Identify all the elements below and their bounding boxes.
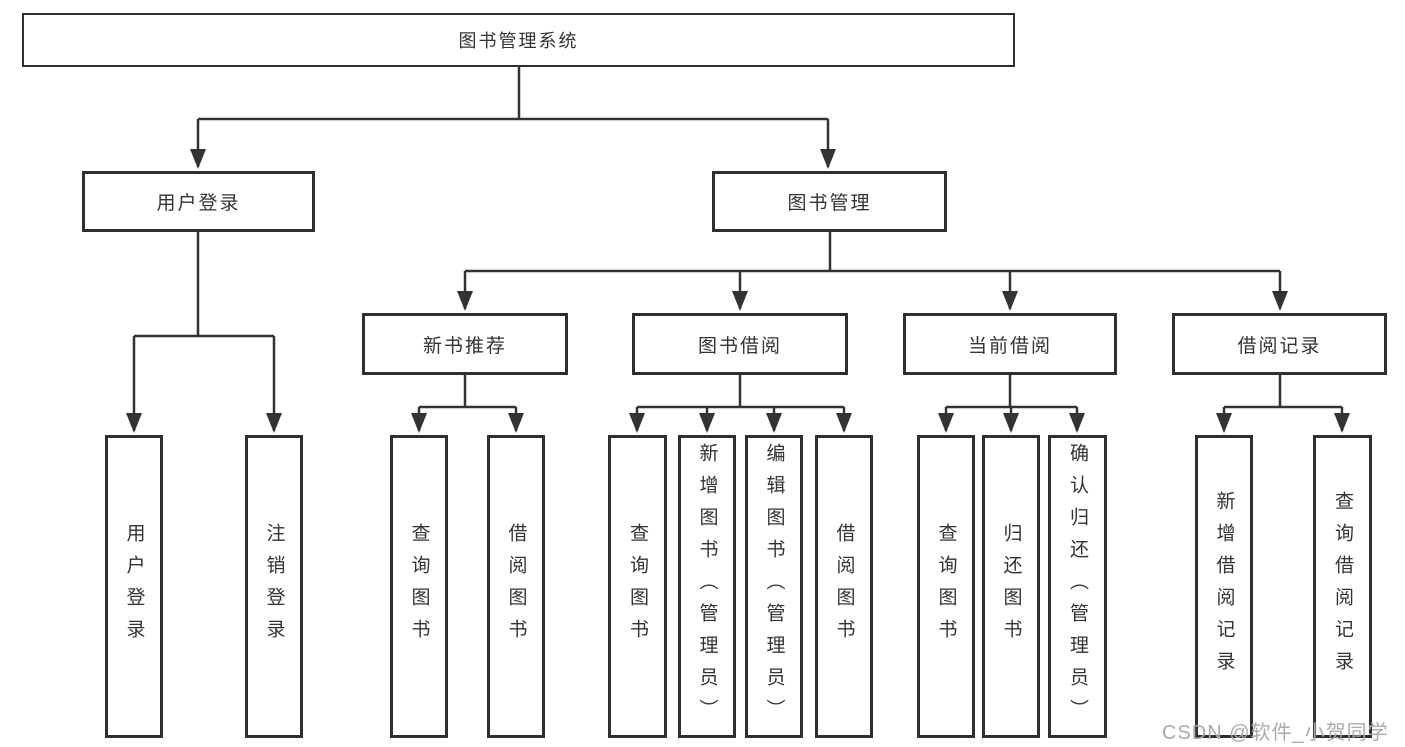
- leaf-query-borrow-record-label: 查询借阅记录: [1332, 490, 1353, 683]
- node-current-borrowing-label: 当前借阅: [967, 335, 1052, 357]
- node-current-borrowing: 当前借阅: [903, 313, 1117, 375]
- node-book-borrowing: 图书借阅: [632, 313, 848, 375]
- leaf-logout-label: 注销登录: [263, 522, 285, 651]
- node-borrowing-records-label: 借阅记录: [1237, 335, 1322, 357]
- leaf-user-login-label: 用户登录: [123, 522, 145, 651]
- leaf-user-login: 用户登录: [105, 435, 163, 738]
- node-new-book-recommendation: 新书推荐: [362, 313, 568, 375]
- node-root: 图书管理系统: [22, 13, 1015, 67]
- leaf-query-books-recommend: 查询图书: [390, 435, 448, 738]
- leaf-edit-book-admin-label: 编辑图书（管理员）: [763, 442, 785, 731]
- leaf-query-books-current: 查询图书: [917, 435, 975, 738]
- leaf-add-book-admin-label: 新增图书（管理员）: [696, 442, 718, 731]
- node-book-borrowing-label: 图书借阅: [697, 335, 782, 357]
- leaf-query-books-borrowing-label: 查询图书: [627, 522, 648, 651]
- leaf-add-book-admin: 新增图书（管理员）: [678, 435, 736, 738]
- leaf-query-borrow-record: 查询借阅记录: [1313, 435, 1372, 738]
- leaf-borrow-books-recommend-label: 借阅图书: [505, 522, 527, 651]
- leaf-add-borrow-record: 新增借阅记录: [1195, 435, 1253, 738]
- leaf-edit-book-admin: 编辑图书（管理员）: [745, 435, 803, 738]
- leaf-borrow-books-borrowing: 借阅图书: [815, 435, 873, 738]
- node-book-management-label: 图书管理: [787, 193, 872, 214]
- node-new-book-recommendation-label: 新书推荐: [422, 335, 507, 357]
- leaf-query-books-recommend-label: 查询图书: [408, 522, 430, 651]
- leaf-borrow-books-recommend: 借阅图书: [487, 435, 545, 738]
- leaf-add-borrow-record-label: 新增借阅记录: [1213, 490, 1235, 683]
- leaf-confirm-return-admin: 确认归还（管理员）: [1048, 435, 1107, 738]
- leaf-query-books-borrowing: 查询图书: [608, 435, 667, 738]
- node-user-login: 用户登录: [82, 171, 315, 232]
- node-book-management: 图书管理: [712, 171, 947, 232]
- node-root-label: 图书管理系统: [458, 31, 579, 51]
- leaf-return-books-label: 归还图书: [1000, 522, 1022, 651]
- leaf-query-books-current-label: 查询图书: [935, 522, 957, 651]
- node-user-login-label: 用户登录: [156, 193, 241, 214]
- leaf-confirm-return-admin-label: 确认归还（管理员）: [1067, 442, 1088, 731]
- leaf-return-books: 归还图书: [982, 435, 1040, 738]
- leaf-logout: 注销登录: [245, 435, 303, 738]
- csdn-watermark: CSDN @软件_小贺同学: [1162, 722, 1389, 744]
- node-borrowing-records: 借阅记录: [1172, 313, 1387, 375]
- leaf-borrow-books-borrowing-label: 借阅图书: [833, 522, 855, 651]
